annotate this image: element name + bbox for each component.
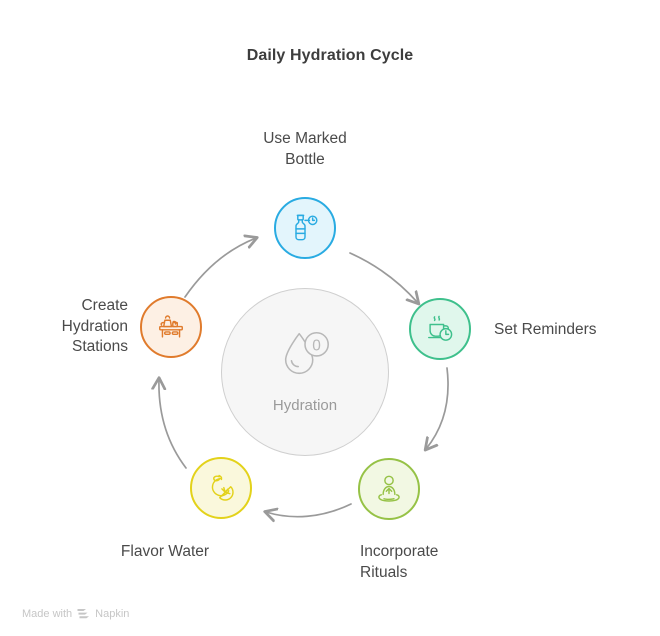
hydration-station-table-icon: [159, 315, 183, 338]
arrow-stations-to-bottle: [184, 238, 256, 298]
mug-clock-icon: [428, 315, 453, 341]
cycle-node-label-incorporate-rituals: Incorporate Rituals: [360, 543, 439, 581]
watermark-prefix: Made with: [22, 608, 73, 620]
watermark-brand: Napkin: [95, 608, 130, 620]
meditating-person-icon: [378, 475, 400, 502]
hub-badge-value: 0: [312, 337, 321, 354]
arrow-rituals-to-flavor: [266, 503, 352, 517]
arrow-flavor-to-stations: [159, 379, 187, 469]
cycle-hub-label: Hydration: [272, 396, 338, 414]
cycle-node-label-use-marked-bottle: Use Marked Bottle: [263, 130, 347, 168]
cycle-node-create-hydration-stations[interactable]: [140, 296, 202, 358]
cycle-node-label-flavor-water: Flavor Water: [120, 543, 210, 560]
cycle-node-label-set-reminders: Set Reminders: [494, 321, 597, 338]
napkin-logo-icon: [77, 609, 90, 619]
napkin-watermark: Made with Napkin: [22, 608, 129, 620]
water-bottle-clock-icon: [295, 214, 318, 241]
citrus-fruit-icon: [211, 474, 234, 501]
arrow-reminders-to-rituals: [426, 367, 449, 449]
cycle-node-incorporate-rituals[interactable]: [358, 458, 420, 520]
cycle-node-flavor-water[interactable]: [190, 457, 252, 519]
arrow-bottle-to-reminders: [349, 252, 418, 303]
cycle-hub: 0 Hydration: [221, 288, 389, 456]
water-drop-zero-icon: 0: [284, 331, 329, 374]
cycle-node-use-marked-bottle[interactable]: [274, 197, 336, 259]
page-title: Daily Hydration Cycle: [246, 47, 414, 64]
cycle-node-label-create-hydration-stations: Create Hydration Stations: [61, 297, 128, 356]
cycle-node-set-reminders[interactable]: [409, 298, 471, 360]
